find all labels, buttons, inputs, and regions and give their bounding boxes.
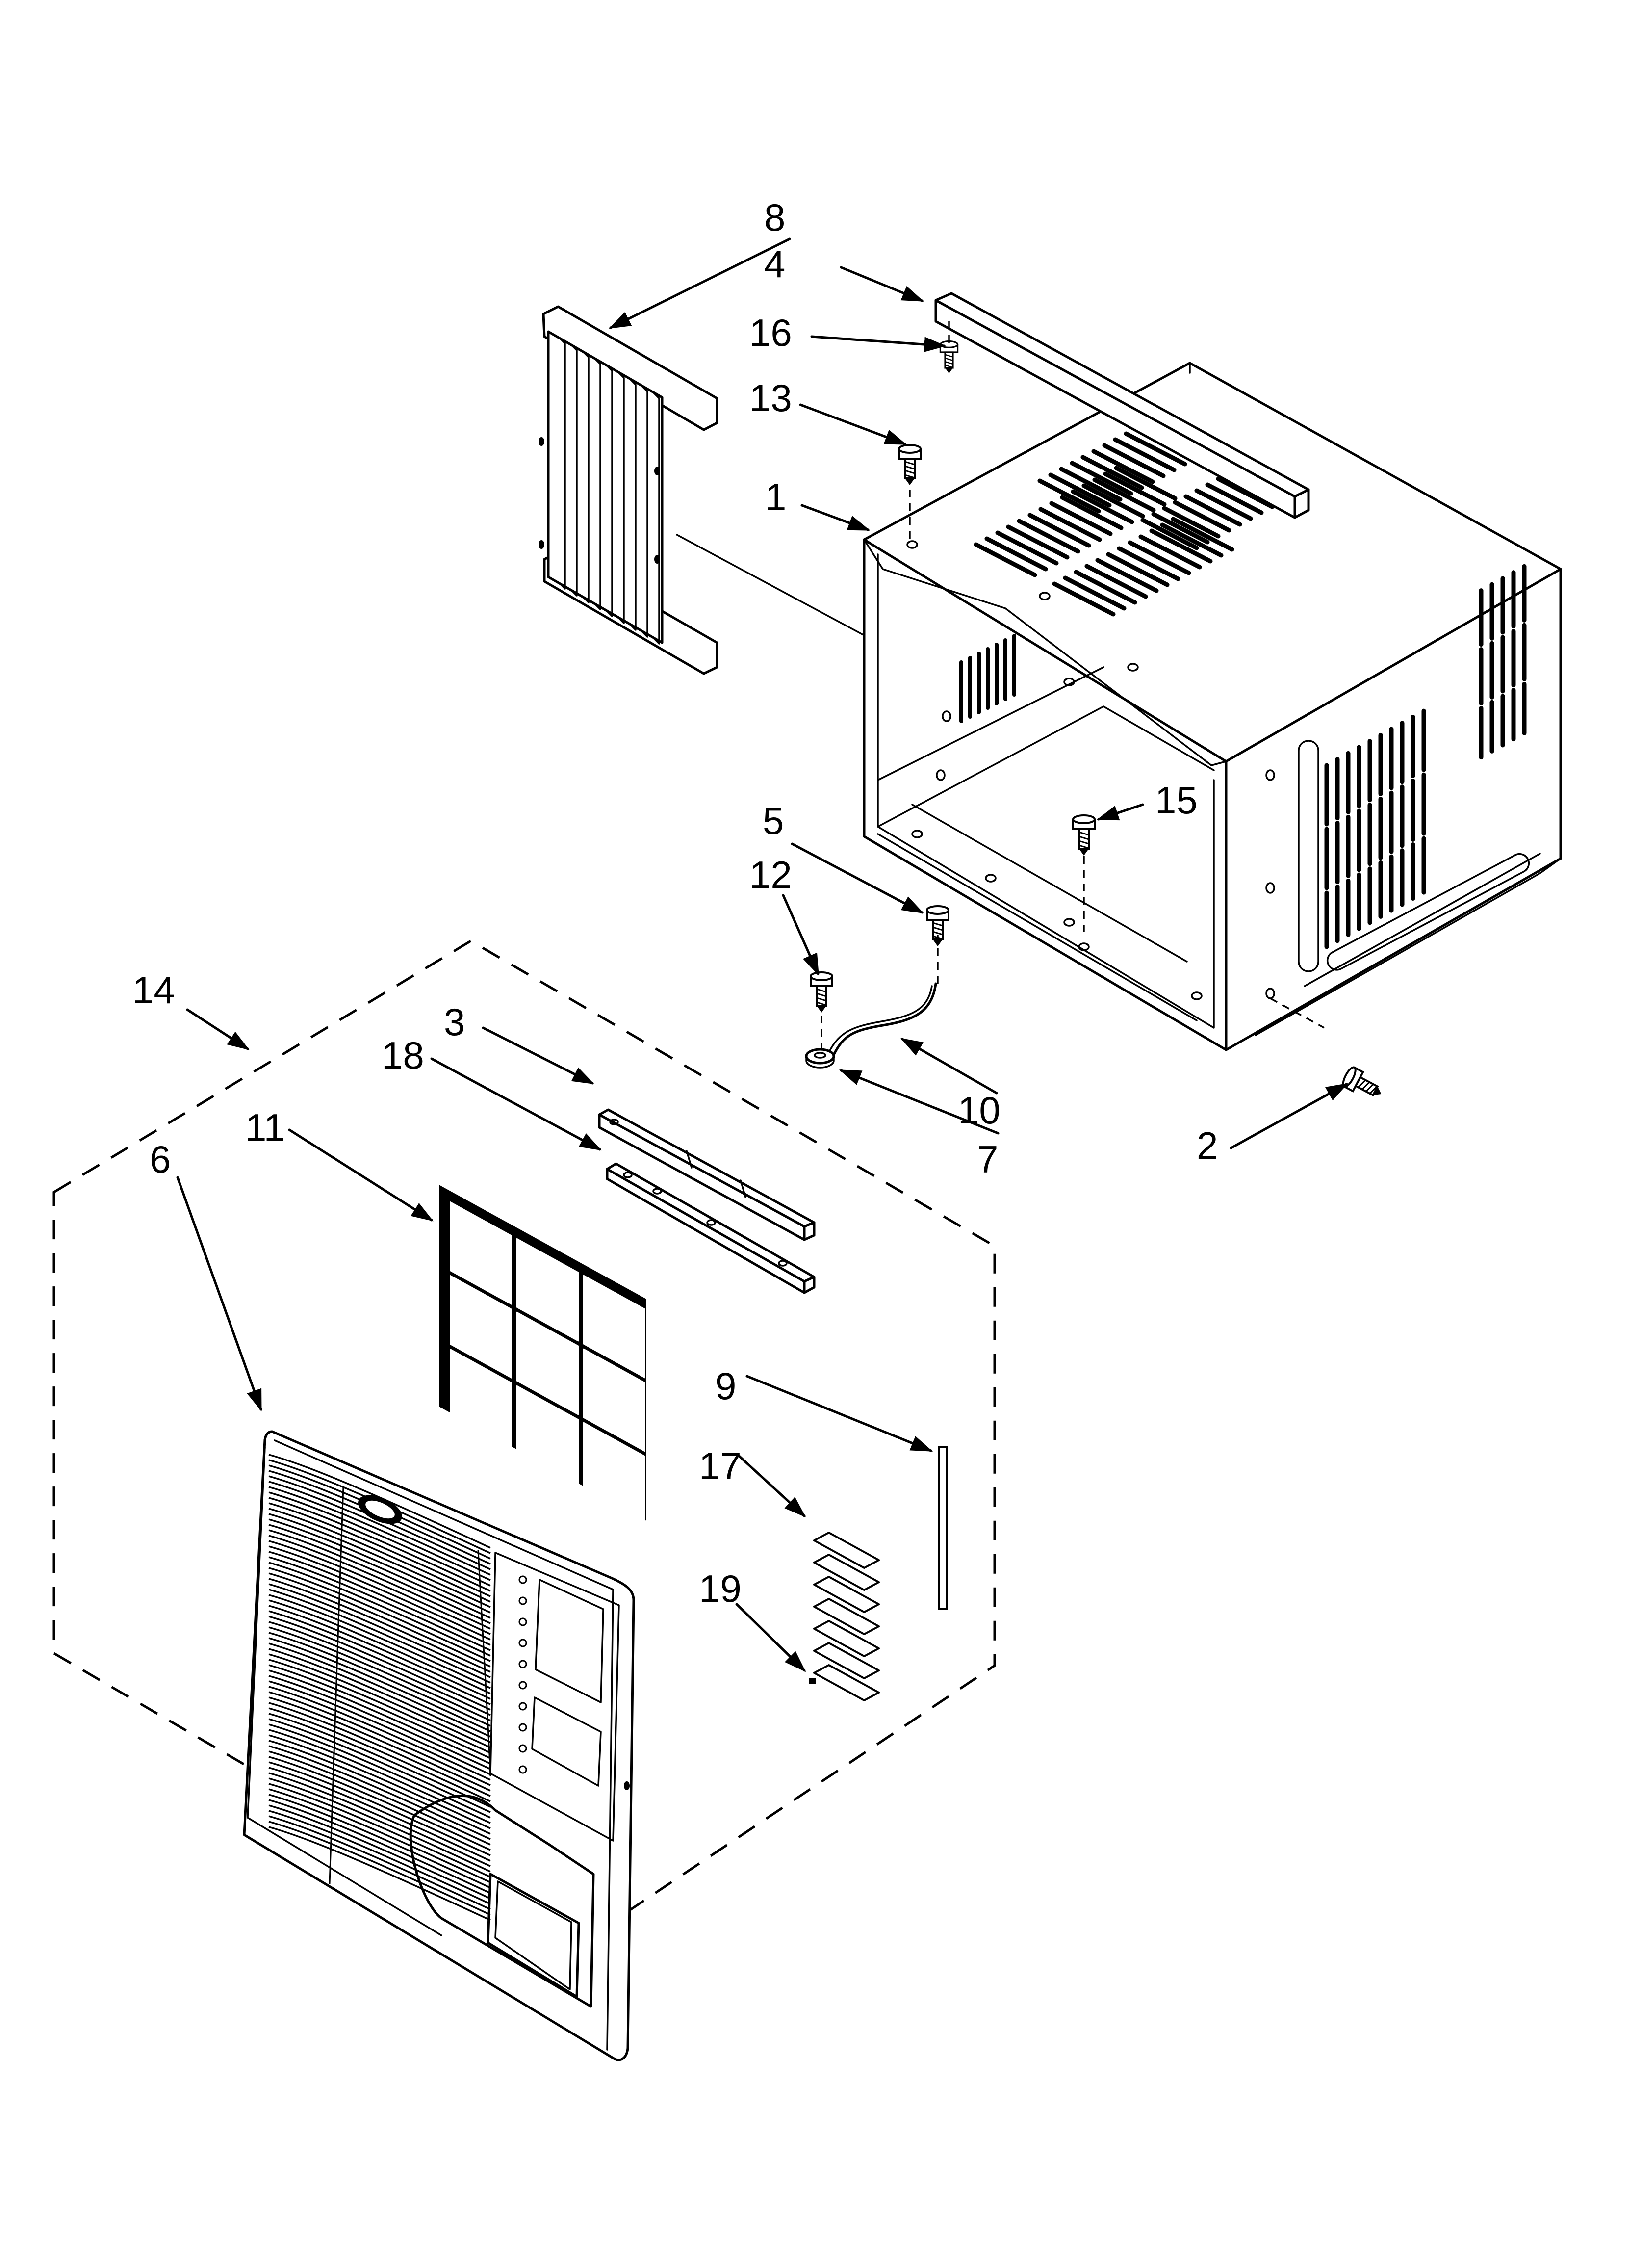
screw-15 bbox=[1072, 814, 1096, 856]
top-channel bbox=[934, 292, 1310, 519]
washer bbox=[805, 1048, 835, 1069]
callout-14-front-assembly: 14 bbox=[132, 968, 175, 1012]
callout-3-rail: 3 bbox=[444, 1000, 465, 1043]
callout-4-top-channel: 4 bbox=[764, 242, 785, 286]
side-louvers bbox=[1324, 564, 1527, 949]
callout-1-cabinet: 1 bbox=[765, 475, 786, 519]
callout-18-bracket: 18 bbox=[382, 1034, 424, 1077]
leader-lines bbox=[176, 237, 1348, 1672]
fastener-guides bbox=[821, 321, 1325, 1052]
callout-6-front-grille: 6 bbox=[150, 1138, 171, 1181]
top-louvers bbox=[974, 414, 1296, 617]
callout-19-pad: 19 bbox=[699, 1567, 742, 1610]
callout-5-screw: 5 bbox=[763, 799, 784, 842]
screw-12 bbox=[810, 971, 833, 1013]
screw-2 bbox=[1342, 1066, 1382, 1097]
filter bbox=[439, 1185, 646, 1526]
callout-11-filter: 11 bbox=[245, 1106, 285, 1149]
callout-labels: 8 4 16 13 1 15 5 12 14 3 18 10 7 2 11 6 … bbox=[132, 196, 1218, 1610]
callout-8-side-curtain: 8 bbox=[764, 196, 785, 239]
callout-13-screw: 13 bbox=[749, 376, 792, 419]
callout-10-ground-wire: 10 bbox=[958, 1089, 1001, 1132]
rail bbox=[598, 1108, 816, 1241]
strip bbox=[938, 1446, 948, 1610]
callout-9-strip: 9 bbox=[715, 1364, 736, 1408]
front-grille bbox=[243, 1430, 635, 2061]
callout-7-washer: 7 bbox=[977, 1138, 998, 1181]
bracket bbox=[606, 1162, 816, 1294]
adhesive-pads bbox=[809, 1532, 880, 1701]
callout-17-pads: 17 bbox=[699, 1444, 742, 1487]
callout-16-screw: 16 bbox=[749, 311, 792, 354]
ground-wire bbox=[828, 982, 937, 1056]
callout-2-screw: 2 bbox=[1197, 1124, 1218, 1167]
front-assembly-boundary bbox=[52, 939, 996, 1954]
screw-5 bbox=[926, 905, 949, 946]
callout-12-screw: 12 bbox=[749, 853, 792, 896]
inner-louvers bbox=[959, 634, 1016, 723]
side-curtain bbox=[539, 305, 865, 675]
callout-15-screw: 15 bbox=[1155, 779, 1198, 822]
